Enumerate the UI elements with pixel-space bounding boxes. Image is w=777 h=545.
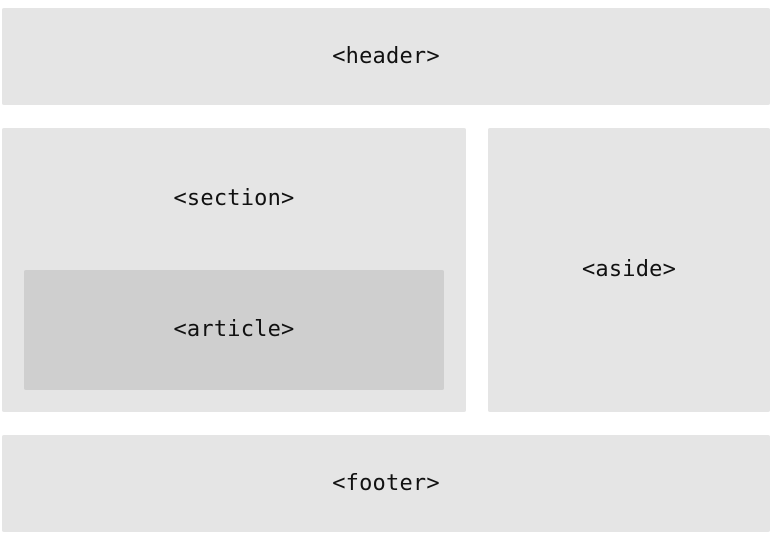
- footer-block: <footer>: [2, 435, 770, 532]
- header-block: <header>: [2, 8, 770, 105]
- footer-label: <footer>: [332, 470, 440, 496]
- aside-block: <aside>: [488, 128, 770, 412]
- article-label: <article>: [173, 317, 295, 342]
- section-label: <section>: [173, 186, 295, 211]
- article-block: <article>: [24, 270, 444, 390]
- header-label: <header>: [332, 43, 440, 69]
- aside-label: <aside>: [581, 257, 677, 282]
